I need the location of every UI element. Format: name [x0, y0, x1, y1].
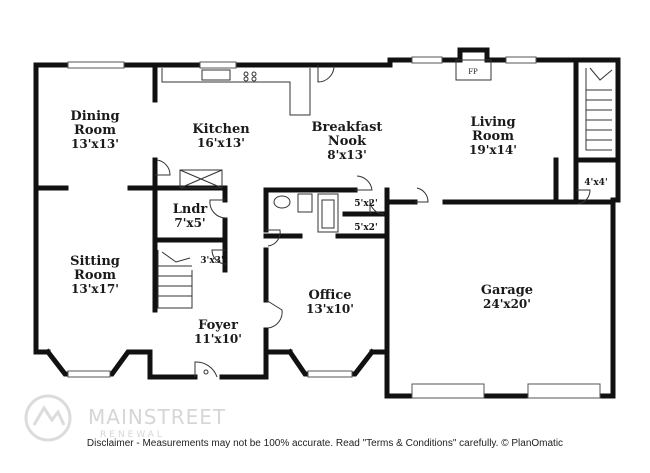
fireplace-label: FP [468, 68, 478, 76]
svg-text:Foyer: Foyer [198, 318, 238, 333]
svg-text:Nook: Nook [328, 134, 367, 149]
svg-text:Lndr: Lndr [173, 202, 208, 217]
room-label-garage: Garage 24'x20' [481, 283, 533, 311]
svg-text:8'x13': 8'x13' [327, 148, 367, 162]
top-windows [67, 56, 537, 69]
door-swings [155, 65, 591, 378]
room-label-kitchen: Kitchen 16'x13' [192, 122, 250, 150]
svg-text:Office: Office [308, 288, 351, 303]
closet-label-b: 5'x2' [354, 223, 377, 233]
watermark-sub: RENEWAL [100, 430, 165, 440]
svg-text:19'x14': 19'x14' [469, 143, 517, 157]
svg-text:24'x20': 24'x20' [483, 297, 531, 311]
room-label-laundry: Lndr 7'x5' [173, 202, 208, 230]
svg-text:13'x17': 13'x17' [71, 282, 119, 296]
sitting-room-bay-window [44, 348, 153, 378]
interior-walls [33, 62, 616, 355]
room-label-living-room: Living Room 19'x14' [469, 115, 517, 157]
office-bay-window [286, 348, 376, 378]
closet-label-d: 4'x4' [584, 178, 607, 188]
room-label-office: Office 13'x10' [306, 288, 354, 316]
fireplace: FP [455, 59, 492, 81]
svg-text:13'x13': 13'x13' [71, 137, 119, 151]
svg-text:Room: Room [472, 129, 514, 144]
room-label-dining-room: Dining Room 13'x13' [70, 109, 119, 151]
svg-text:Dining: Dining [70, 109, 119, 124]
kitchen-counters [161, 68, 311, 189]
closet-label-c: 3'x3' [200, 256, 223, 266]
svg-text:Garage: Garage [481, 283, 533, 298]
watermark-logo: MAINSTREET RENEWAL [24, 394, 226, 442]
garage-doors [411, 383, 601, 399]
exterior-walls [33, 47, 621, 399]
watermark-brand: MAINSTREET [88, 405, 226, 429]
stairs-upper [585, 67, 613, 151]
disclaimer-text: Disclaimer - Measurements may not be 100… [86, 438, 564, 449]
svg-text:7'x5': 7'x5' [174, 216, 205, 230]
stairs-foyer [157, 250, 193, 309]
svg-text:Room: Room [74, 268, 116, 283]
svg-text:16'x13': 16'x13' [197, 136, 245, 150]
svg-text:Kitchen: Kitchen [192, 122, 250, 137]
room-label-foyer: Foyer 11'x10' [194, 318, 242, 346]
svg-text:Breakfast: Breakfast [312, 120, 383, 135]
powder-room-fixtures [273, 193, 339, 233]
svg-text:13'x10': 13'x10' [306, 302, 354, 316]
svg-text:Living: Living [470, 115, 515, 130]
closet-label-a: 5'x2' [354, 199, 377, 209]
room-label-sitting-room: Sitting Room 13'x17' [70, 254, 120, 296]
svg-text:Room: Room [74, 123, 116, 138]
svg-text:Sitting: Sitting [70, 254, 120, 269]
svg-text:11'x10': 11'x10' [194, 332, 242, 346]
room-label-breakfast-nook: Breakfast Nook 8'x13' [312, 120, 383, 162]
